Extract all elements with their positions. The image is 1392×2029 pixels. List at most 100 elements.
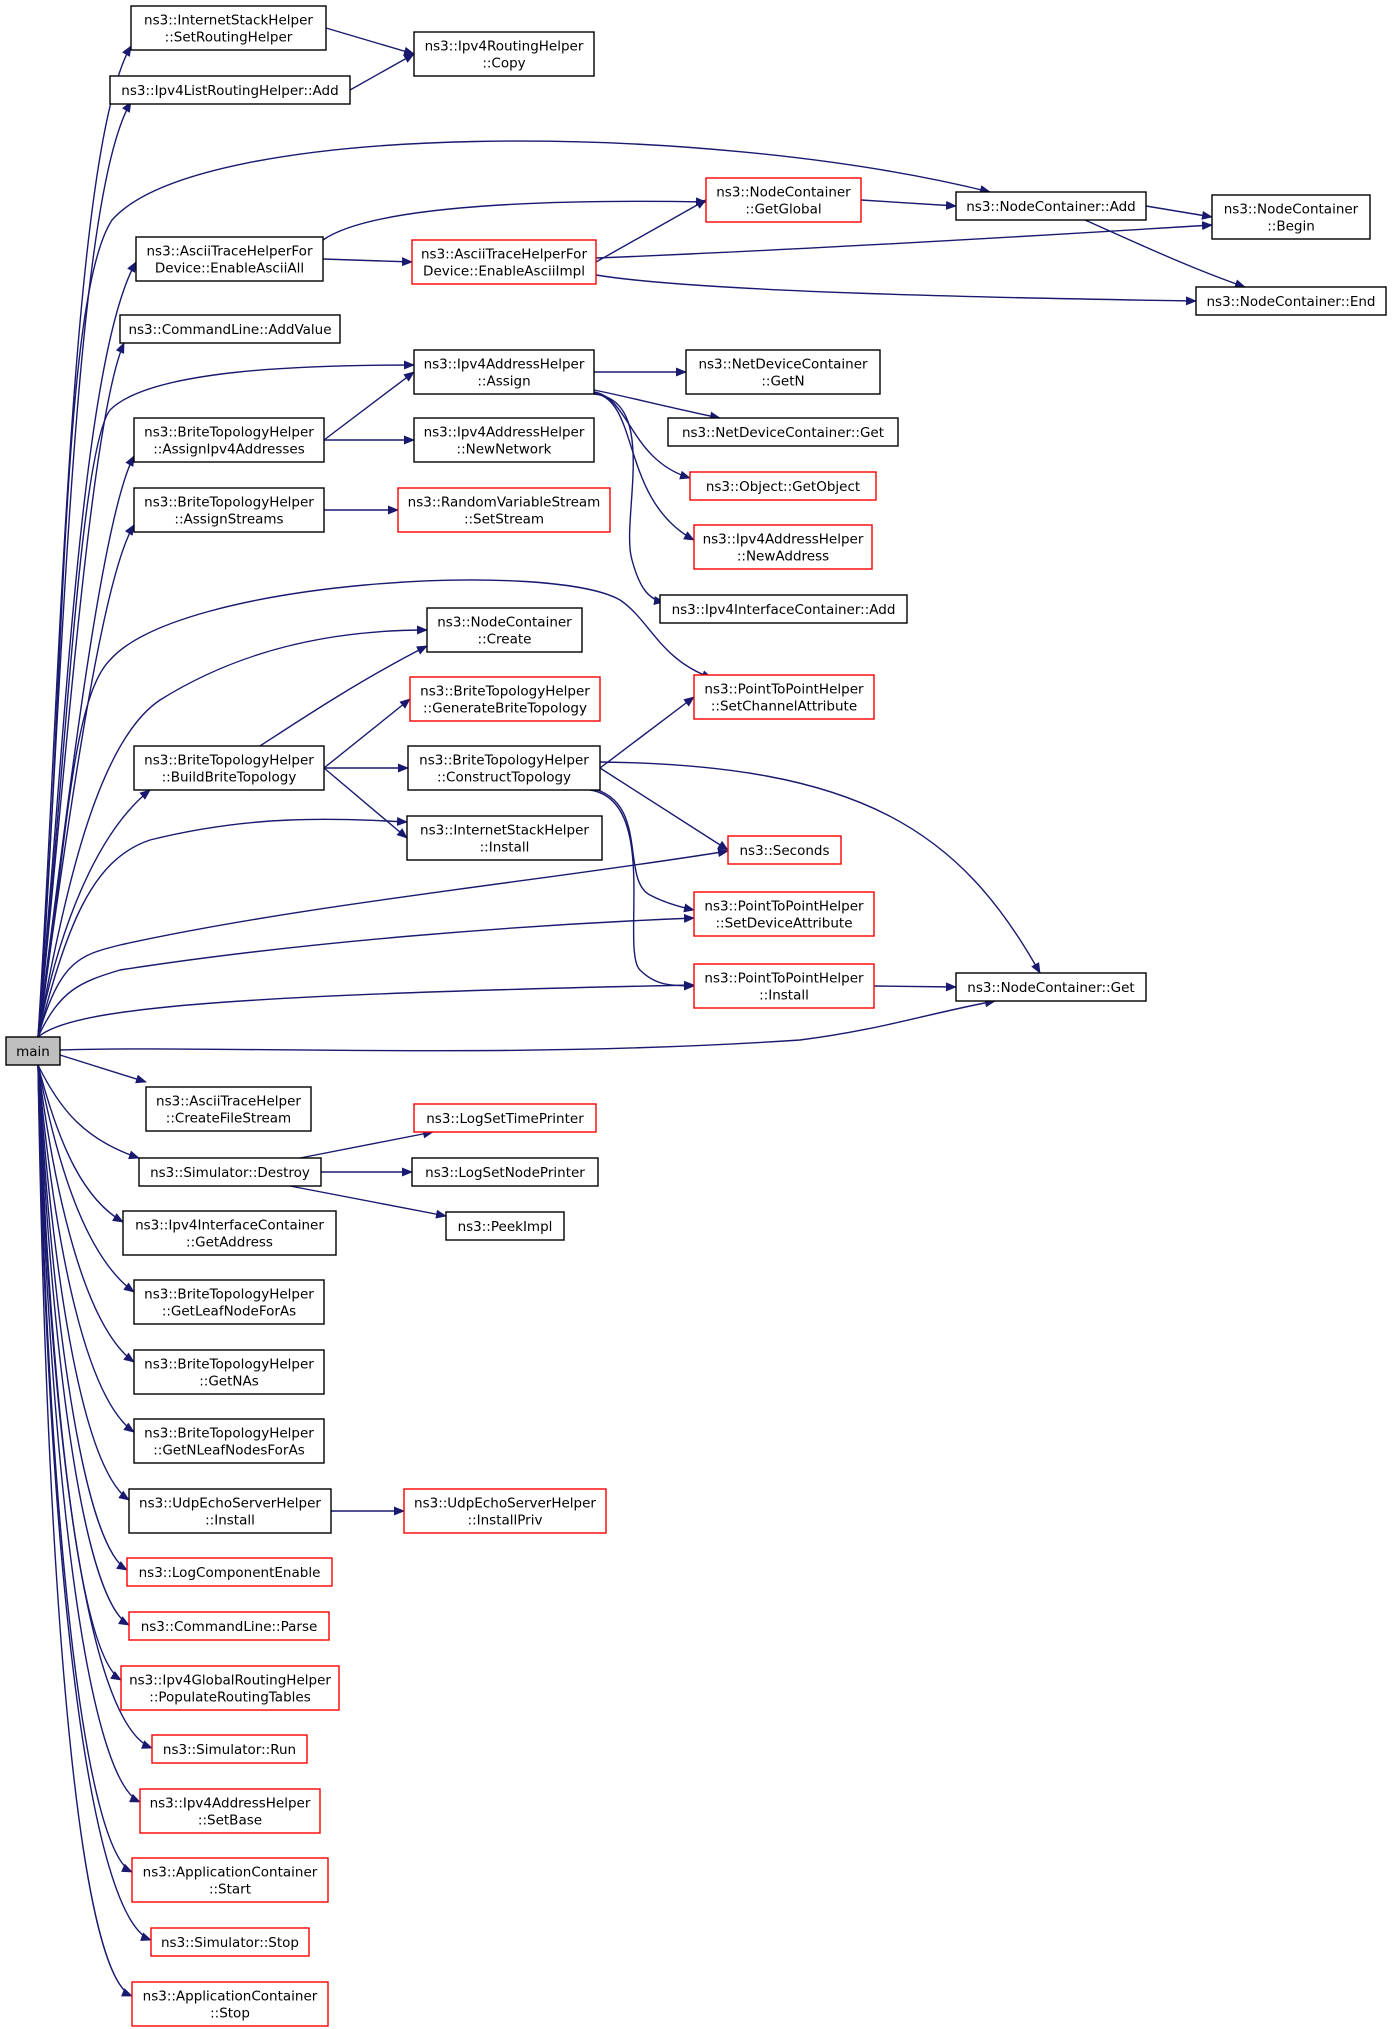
node-box[interactable] <box>109 75 351 105</box>
node-ndc-getn[interactable]: ns3::NetDeviceContainer::GetN <box>685 349 881 395</box>
node-box[interactable] <box>122 1210 337 1256</box>
node-box[interactable] <box>133 745 325 791</box>
node-ipv4ah-newaddress[interactable]: ns3::Ipv4AddressHelper::NewAddress <box>693 524 873 570</box>
node-box[interactable] <box>411 239 597 285</box>
node-box[interactable] <box>133 487 325 533</box>
node-ipv4ic-add[interactable]: ns3::Ipv4InterfaceContainer::Add <box>659 594 908 624</box>
node-udpesh-install[interactable]: ns3::UdpEchoServerHelper::Install <box>128 1488 332 1534</box>
node-ipv4grh-populate[interactable]: ns3::Ipv4GlobalRoutingHelper::PopulateRo… <box>120 1665 340 1711</box>
node-seconds[interactable]: ns3::Seconds <box>727 835 842 865</box>
node-box[interactable] <box>126 1557 333 1587</box>
node-ipv4ah-newnetwork[interactable]: ns3::Ipv4AddressHelper::NewNetwork <box>413 417 595 463</box>
node-ndc-get[interactable]: ns3::NetDeviceContainer::Get <box>667 417 899 447</box>
node-ipv4routing-copy[interactable]: ns3::Ipv4RoutingHelper::Copy <box>413 31 595 77</box>
node-box[interactable] <box>693 891 875 937</box>
node-ish-install[interactable]: ns3::InternetStackHelper::Install <box>406 815 603 861</box>
node-box[interactable] <box>411 1157 599 1187</box>
node-p2p-install[interactable]: ns3::PointToPointHelper::Install <box>693 963 875 1009</box>
node-box[interactable] <box>659 594 908 624</box>
node-box[interactable] <box>1211 194 1371 240</box>
node-obj-getobject[interactable]: ns3::Object::GetObject <box>689 471 877 501</box>
node-box[interactable] <box>705 177 862 223</box>
node-sim-stop[interactable]: ns3::Simulator::Stop <box>150 1927 310 1957</box>
node-bth-assignipv4[interactable]: ns3::BriteTopologyHelper::AssignIpv4Addr… <box>133 417 325 463</box>
node-athfd-enableasciiimpl[interactable]: ns3::AsciiTraceHelperForDevice::EnableAs… <box>411 239 597 285</box>
node-sim-run[interactable]: ns3::Simulator::Run <box>151 1734 308 1764</box>
node-box[interactable] <box>135 236 324 282</box>
node-box[interactable] <box>955 972 1147 1002</box>
node-box[interactable] <box>727 835 842 865</box>
node-cl-parse[interactable]: ns3::CommandLine::Parse <box>128 1611 330 1641</box>
node-udpesh-installpriv[interactable]: ns3::UdpEchoServerHelper::InstallPriv <box>403 1488 607 1534</box>
node-box[interactable] <box>138 1157 322 1187</box>
node-box[interactable] <box>128 1611 330 1641</box>
node-p2p-setchannel[interactable]: ns3::PointToPointHelper::SetChannelAttri… <box>693 674 875 720</box>
node-p2p-setdevice[interactable]: ns3::PointToPointHelper::SetDeviceAttrib… <box>693 891 875 937</box>
node-ipv4ah-assign[interactable]: ns3::Ipv4AddressHelper::Assign <box>413 349 595 395</box>
node-nc-getglobal[interactable]: ns3::NodeContainer::GetGlobal <box>705 177 862 223</box>
node-box[interactable] <box>693 963 875 1009</box>
node-box[interactable] <box>955 191 1147 221</box>
node-nc-create[interactable]: ns3::NodeContainer::Create <box>426 607 583 653</box>
node-bth-getnleafnodesforas[interactable]: ns3::BriteTopologyHelper::GetNLeafNodesF… <box>133 1418 325 1464</box>
node-box[interactable] <box>133 1418 325 1464</box>
node-bth-construct[interactable]: ns3::BriteTopologyHelper::ConstructTopol… <box>407 745 601 791</box>
node-ipv4ah-setbase[interactable]: ns3::Ipv4AddressHelper::SetBase <box>139 1788 321 1834</box>
node-rvs-setstream[interactable]: ns3::RandomVariableStream::SetStream <box>397 487 611 533</box>
node-nc-add[interactable]: ns3::NodeContainer::Add <box>955 191 1147 221</box>
node-bth-getleafnodeforas[interactable]: ns3::BriteTopologyHelper::GetLeafNodeFor… <box>133 1279 325 1325</box>
node-box[interactable] <box>145 1086 312 1132</box>
node-box[interactable] <box>139 1788 321 1834</box>
node-box[interactable] <box>130 5 327 51</box>
node-nc-begin[interactable]: ns3::NodeContainer::Begin <box>1211 194 1371 240</box>
node-nc-get[interactable]: ns3::NodeContainer::Get <box>955 972 1147 1002</box>
node-box[interactable] <box>403 1488 607 1534</box>
node-box[interactable] <box>413 1103 597 1133</box>
node-main[interactable]: main <box>5 1036 61 1066</box>
node-box[interactable] <box>120 1665 340 1711</box>
node-bth-assignstreams[interactable]: ns3::BriteTopologyHelper::AssignStreams <box>133 487 325 533</box>
node-box[interactable] <box>131 1981 329 2027</box>
node-athfd-enableasciiall[interactable]: ns3::AsciiTraceHelperForDevice::EnableAs… <box>135 236 324 282</box>
node-box[interactable] <box>133 417 325 463</box>
node-nc-end[interactable]: ns3::NodeContainer::End <box>1195 286 1387 316</box>
node-box[interactable] <box>5 1036 61 1066</box>
node-logcomponentenable[interactable]: ns3::LogComponentEnable <box>126 1557 333 1587</box>
node-ipv4list-add[interactable]: ns3::Ipv4ListRoutingHelper::Add <box>109 75 351 105</box>
node-box[interactable] <box>445 1211 565 1241</box>
node-box[interactable] <box>685 349 881 395</box>
node-ish-setrouting[interactable]: ns3::InternetStackHelper::SetRoutingHelp… <box>130 5 327 51</box>
node-box[interactable] <box>128 1488 332 1534</box>
node-box[interactable] <box>1195 286 1387 316</box>
node-box[interactable] <box>150 1927 310 1957</box>
node-box[interactable] <box>413 417 595 463</box>
node-box[interactable] <box>689 471 877 501</box>
node-logsettimeprinter[interactable]: ns3::LogSetTimePrinter <box>413 1103 597 1133</box>
node-ac-stop[interactable]: ns3::ApplicationContainer::Stop <box>131 1981 329 2027</box>
node-peekimpl[interactable]: ns3::PeekImpl <box>445 1211 565 1241</box>
node-sim-destroy[interactable]: ns3::Simulator::Destroy <box>138 1157 322 1187</box>
node-box[interactable] <box>407 745 601 791</box>
node-box[interactable] <box>667 417 899 447</box>
node-bth-generatebrite[interactable]: ns3::BriteTopologyHelper::GenerateBriteT… <box>409 676 601 722</box>
node-box[interactable] <box>693 524 873 570</box>
node-box[interactable] <box>133 1279 325 1325</box>
node-box[interactable] <box>397 487 611 533</box>
node-cl-addvalue[interactable]: ns3::CommandLine::AddValue <box>119 314 341 344</box>
node-box[interactable] <box>133 1349 325 1395</box>
node-bth-buildbrite[interactable]: ns3::BriteTopologyHelper::BuildBriteTopo… <box>133 745 325 791</box>
node-box[interactable] <box>409 676 601 722</box>
node-bth-getnas[interactable]: ns3::BriteTopologyHelper::GetNAs <box>133 1349 325 1395</box>
node-box[interactable] <box>413 31 595 77</box>
node-box[interactable] <box>151 1734 308 1764</box>
node-box[interactable] <box>413 349 595 395</box>
node-box[interactable] <box>406 815 603 861</box>
node-box[interactable] <box>131 1857 329 1903</box>
node-box[interactable] <box>693 674 875 720</box>
node-ac-start[interactable]: ns3::ApplicationContainer::Start <box>131 1857 329 1903</box>
node-ipv4ic-getaddress[interactable]: ns3::Ipv4InterfaceContainer::GetAddress <box>122 1210 337 1256</box>
node-logsetnodeprinter[interactable]: ns3::LogSetNodePrinter <box>411 1157 599 1187</box>
node-ath-createfilestream[interactable]: ns3::AsciiTraceHelper::CreateFileStream <box>145 1086 312 1132</box>
node-box[interactable] <box>119 314 341 344</box>
node-box[interactable] <box>426 607 583 653</box>
